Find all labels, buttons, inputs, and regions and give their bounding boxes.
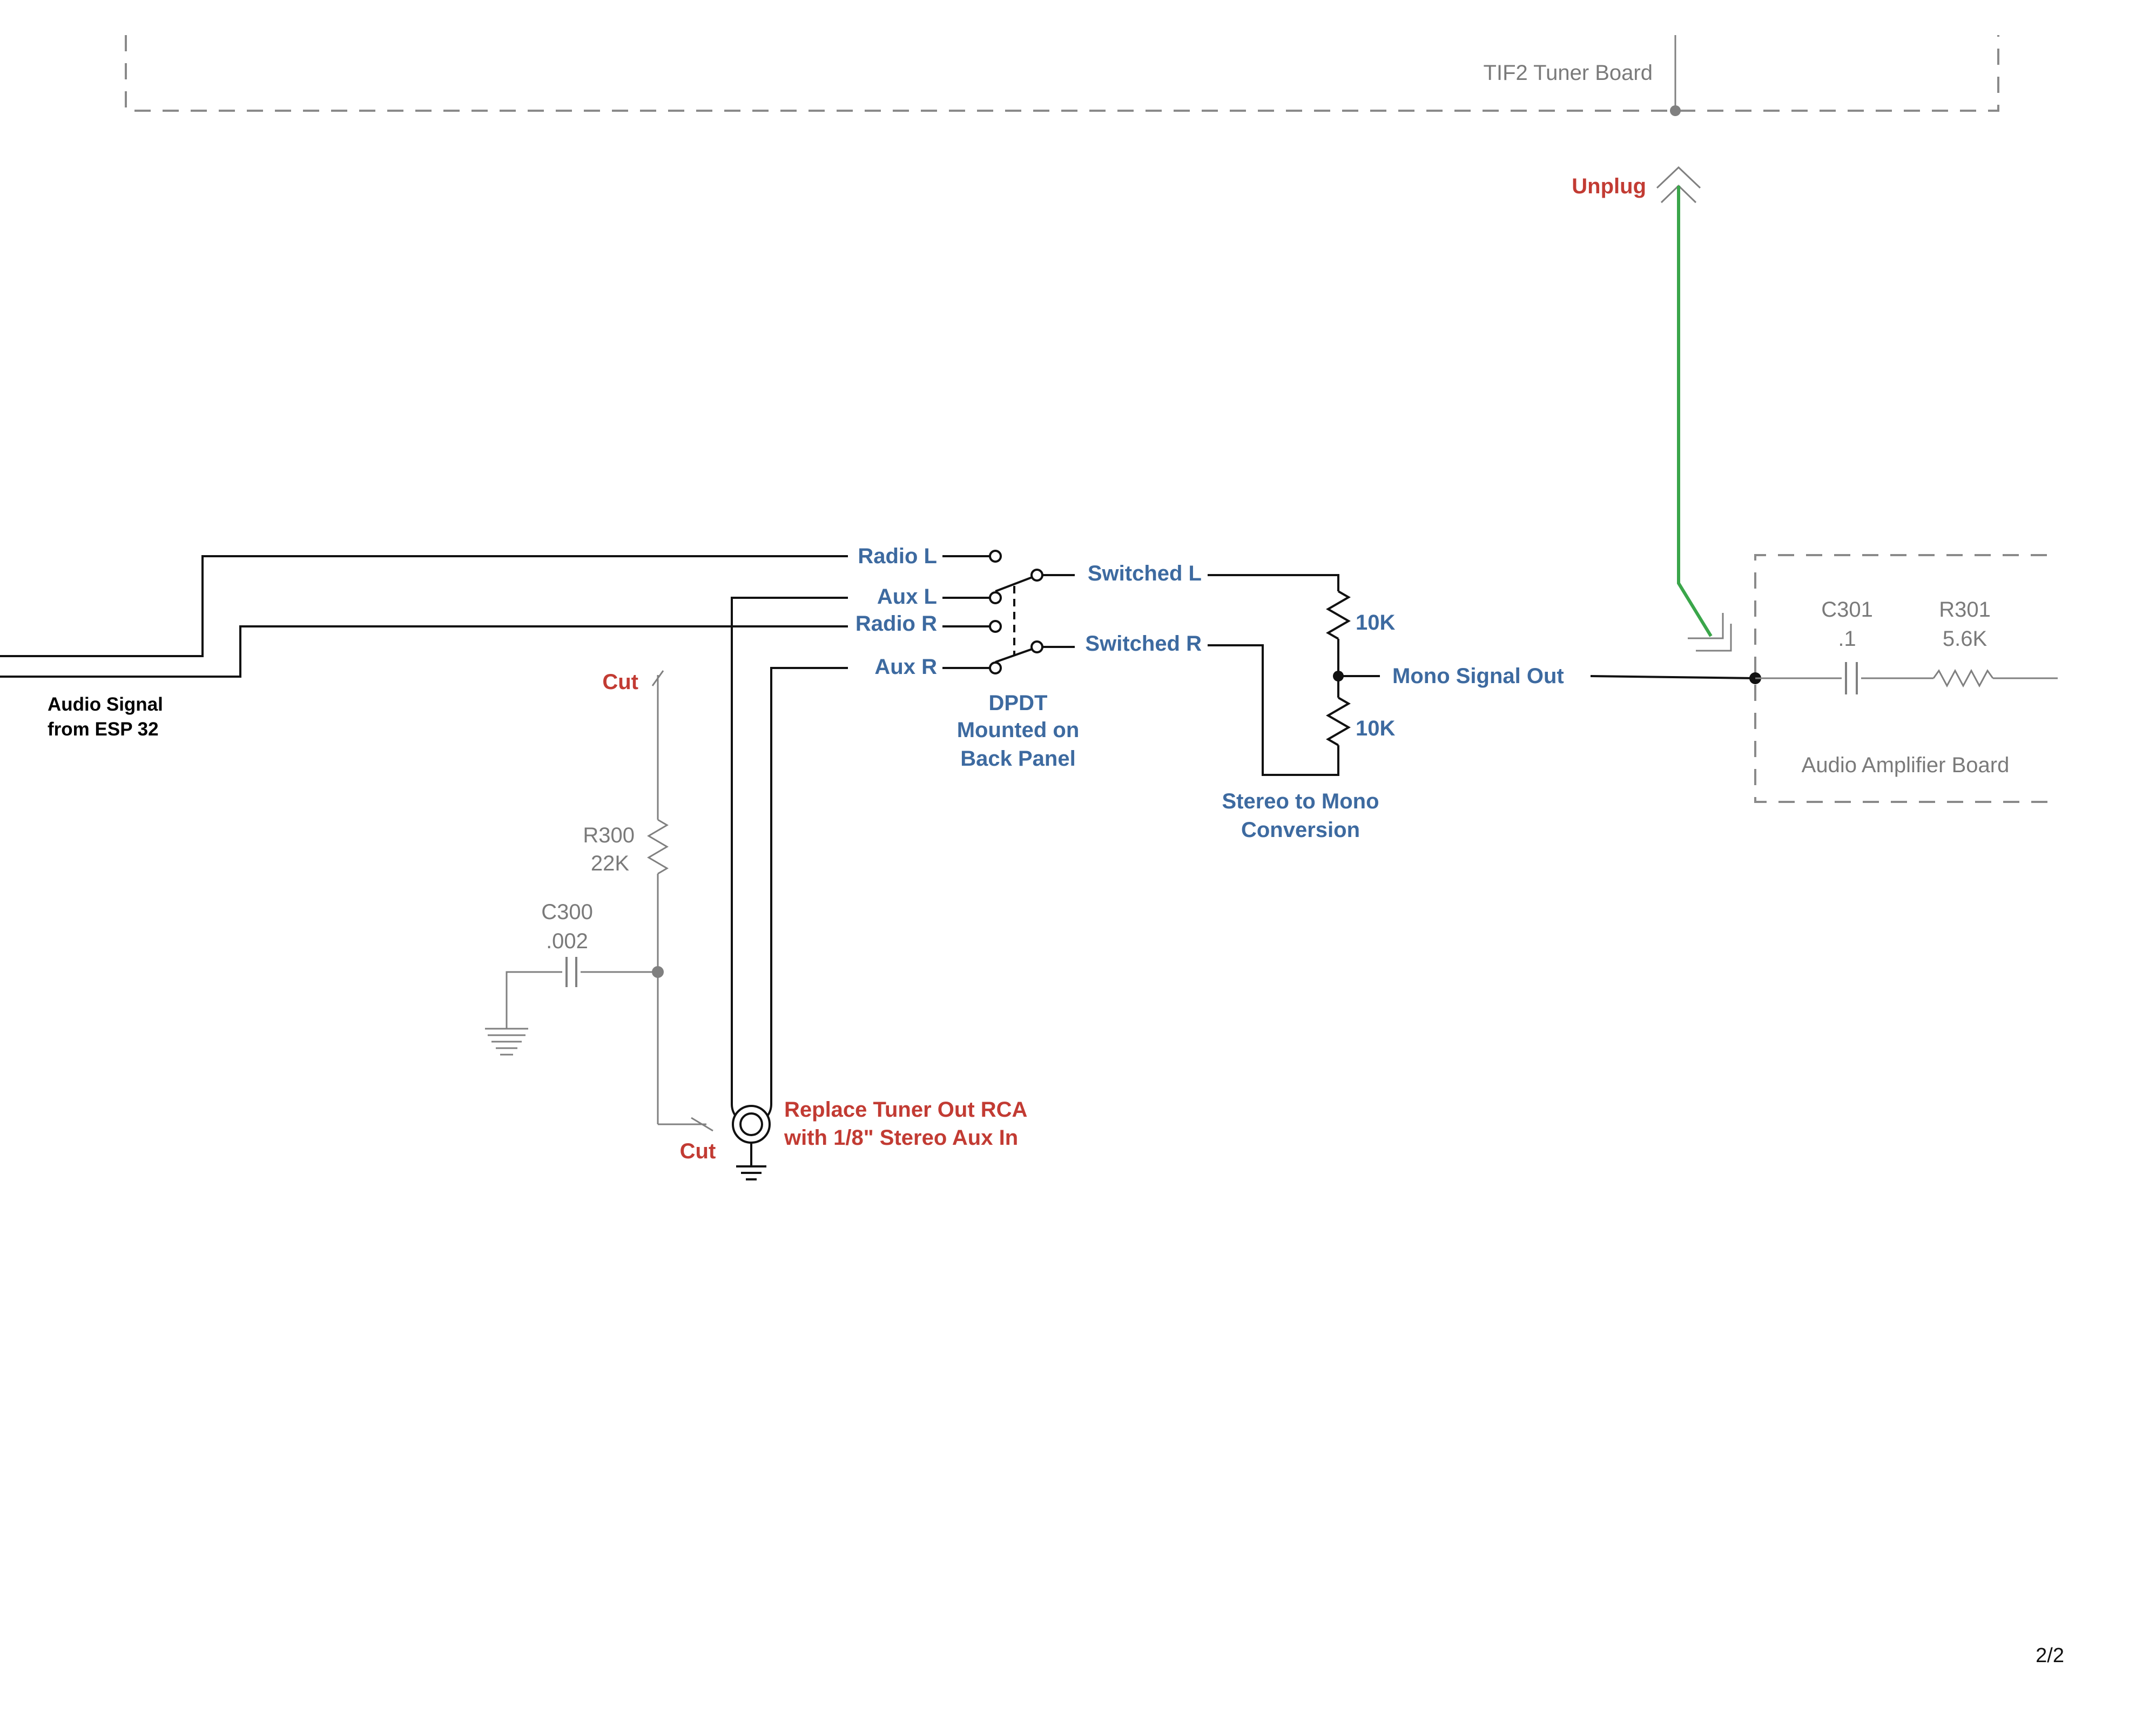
- aux-l-terminal: [989, 591, 1002, 604]
- c300-name: C300: [541, 900, 593, 924]
- dpdt-switch: Radio L Aux L Radio R Aux R DPDT Mounted…: [855, 544, 1079, 771]
- dpdt-label-line1: DPDT: [989, 691, 1048, 715]
- dpdt-label-line3: Back Panel: [960, 747, 1075, 771]
- r300-name: R300: [583, 824, 635, 847]
- aux-r-cable: [770, 667, 848, 1104]
- switch-blade-left: [995, 576, 1033, 592]
- esp32-right-wire: [0, 625, 848, 678]
- mixer-resistor-bottom: [1326, 697, 1351, 746]
- c300-value: .002: [546, 929, 588, 953]
- c301-name: C301: [1821, 598, 1873, 622]
- replace-label-line2: with 1/8" Stereo Aux In: [784, 1126, 1018, 1150]
- stereo-mono-label-line1: Stereo to Mono: [1222, 789, 1379, 813]
- switched-l-label: Switched L: [1088, 562, 1202, 585]
- mixer-resistor-top-value: 10K: [1356, 611, 1395, 634]
- aux-jack-inner: [739, 1112, 763, 1136]
- tuner-board-outline: [125, 35, 1999, 112]
- unplug-socket-outer: [1688, 613, 1724, 639]
- aux-l-label: Aux L: [877, 585, 937, 609]
- radio-r-label: Radio R: [855, 612, 937, 636]
- r300-resistor: [647, 819, 669, 875]
- r301-value: 5.6K: [1943, 627, 1987, 651]
- amplifier-board: C301 .1 R301 5.6K Audio Amplifier Board: [1749, 554, 2058, 803]
- radio-l-label: Radio L: [858, 544, 937, 568]
- audio-signal-label-line1: Audio Signal: [48, 694, 163, 715]
- switched-r-common: [1030, 640, 1043, 653]
- tuner-board: TIF2 Tuner Board: [125, 35, 1999, 116]
- aux-l-cable: [731, 597, 848, 1104]
- page-number: 2/2: [2036, 1644, 2064, 1667]
- stereo-to-mono-mixer: Switched L 10K 10K Switched R Mono Signa…: [1085, 562, 1756, 842]
- amplifier-board-label: Audio Amplifier Board: [1802, 753, 2010, 777]
- r301-name: R301: [1939, 598, 1991, 622]
- unplug-wire: [1677, 186, 1713, 637]
- cut-mark-top: [651, 670, 664, 686]
- amplifier-board-outline: [1754, 554, 2058, 803]
- switched-r-wire: [1208, 644, 1339, 776]
- r300-value: 22K: [591, 852, 629, 875]
- radio-r-terminal: [989, 620, 1002, 633]
- esp32-audio-input: Audio Signal from ESP 32: [0, 555, 848, 740]
- aux-r-label: Aux R: [874, 655, 937, 679]
- mixer-resistor-bottom-value: 10K: [1356, 717, 1395, 740]
- unplug-plug-outer: [1656, 166, 1701, 189]
- aux-jack-cable: Replace Tuner Out RCA with 1/8" Stereo A…: [731, 597, 1027, 1180]
- stereo-mono-label-line2: Conversion: [1241, 818, 1360, 842]
- radio-l-terminal: [989, 550, 1002, 563]
- switched-r-label: Switched R: [1085, 632, 1202, 656]
- c301-value: .1: [1838, 627, 1856, 651]
- unplug-socket-inner: [1696, 624, 1732, 652]
- unplug-connector: Unplug: [1572, 166, 1732, 652]
- mixer-resistor-top: [1326, 590, 1351, 640]
- cut-mark-bottom: [691, 1117, 713, 1132]
- c300-lead-left: [506, 971, 562, 1029]
- tuner-board-label: TIF2 Tuner Board: [1484, 61, 1653, 85]
- switched-l-wire: [1208, 574, 1339, 591]
- esp32-left-wire: [0, 555, 848, 657]
- tuner-board-junction: [1670, 105, 1681, 116]
- tuner-output-filter: Cut R300 22K C300 .002 Cut: [485, 670, 716, 1163]
- audio-signal-label-line2: from ESP 32: [48, 719, 159, 740]
- cut-label-bottom: Cut: [680, 1139, 716, 1163]
- r301-resistor: [1932, 669, 1994, 688]
- mono-out-label: Mono Signal Out: [1392, 664, 1564, 688]
- switched-l-common: [1030, 569, 1043, 582]
- unplug-label: Unplug: [1572, 174, 1646, 198]
- switch-blade-right: [995, 648, 1033, 663]
- cut-label-top: Cut: [602, 670, 638, 694]
- replace-label-line1: Replace Tuner Out RCA: [784, 1098, 1027, 1122]
- dpdt-label-line2: Mounted on: [957, 718, 1080, 742]
- aux-r-terminal: [989, 662, 1002, 674]
- mono-out-wire: [1590, 675, 1756, 679]
